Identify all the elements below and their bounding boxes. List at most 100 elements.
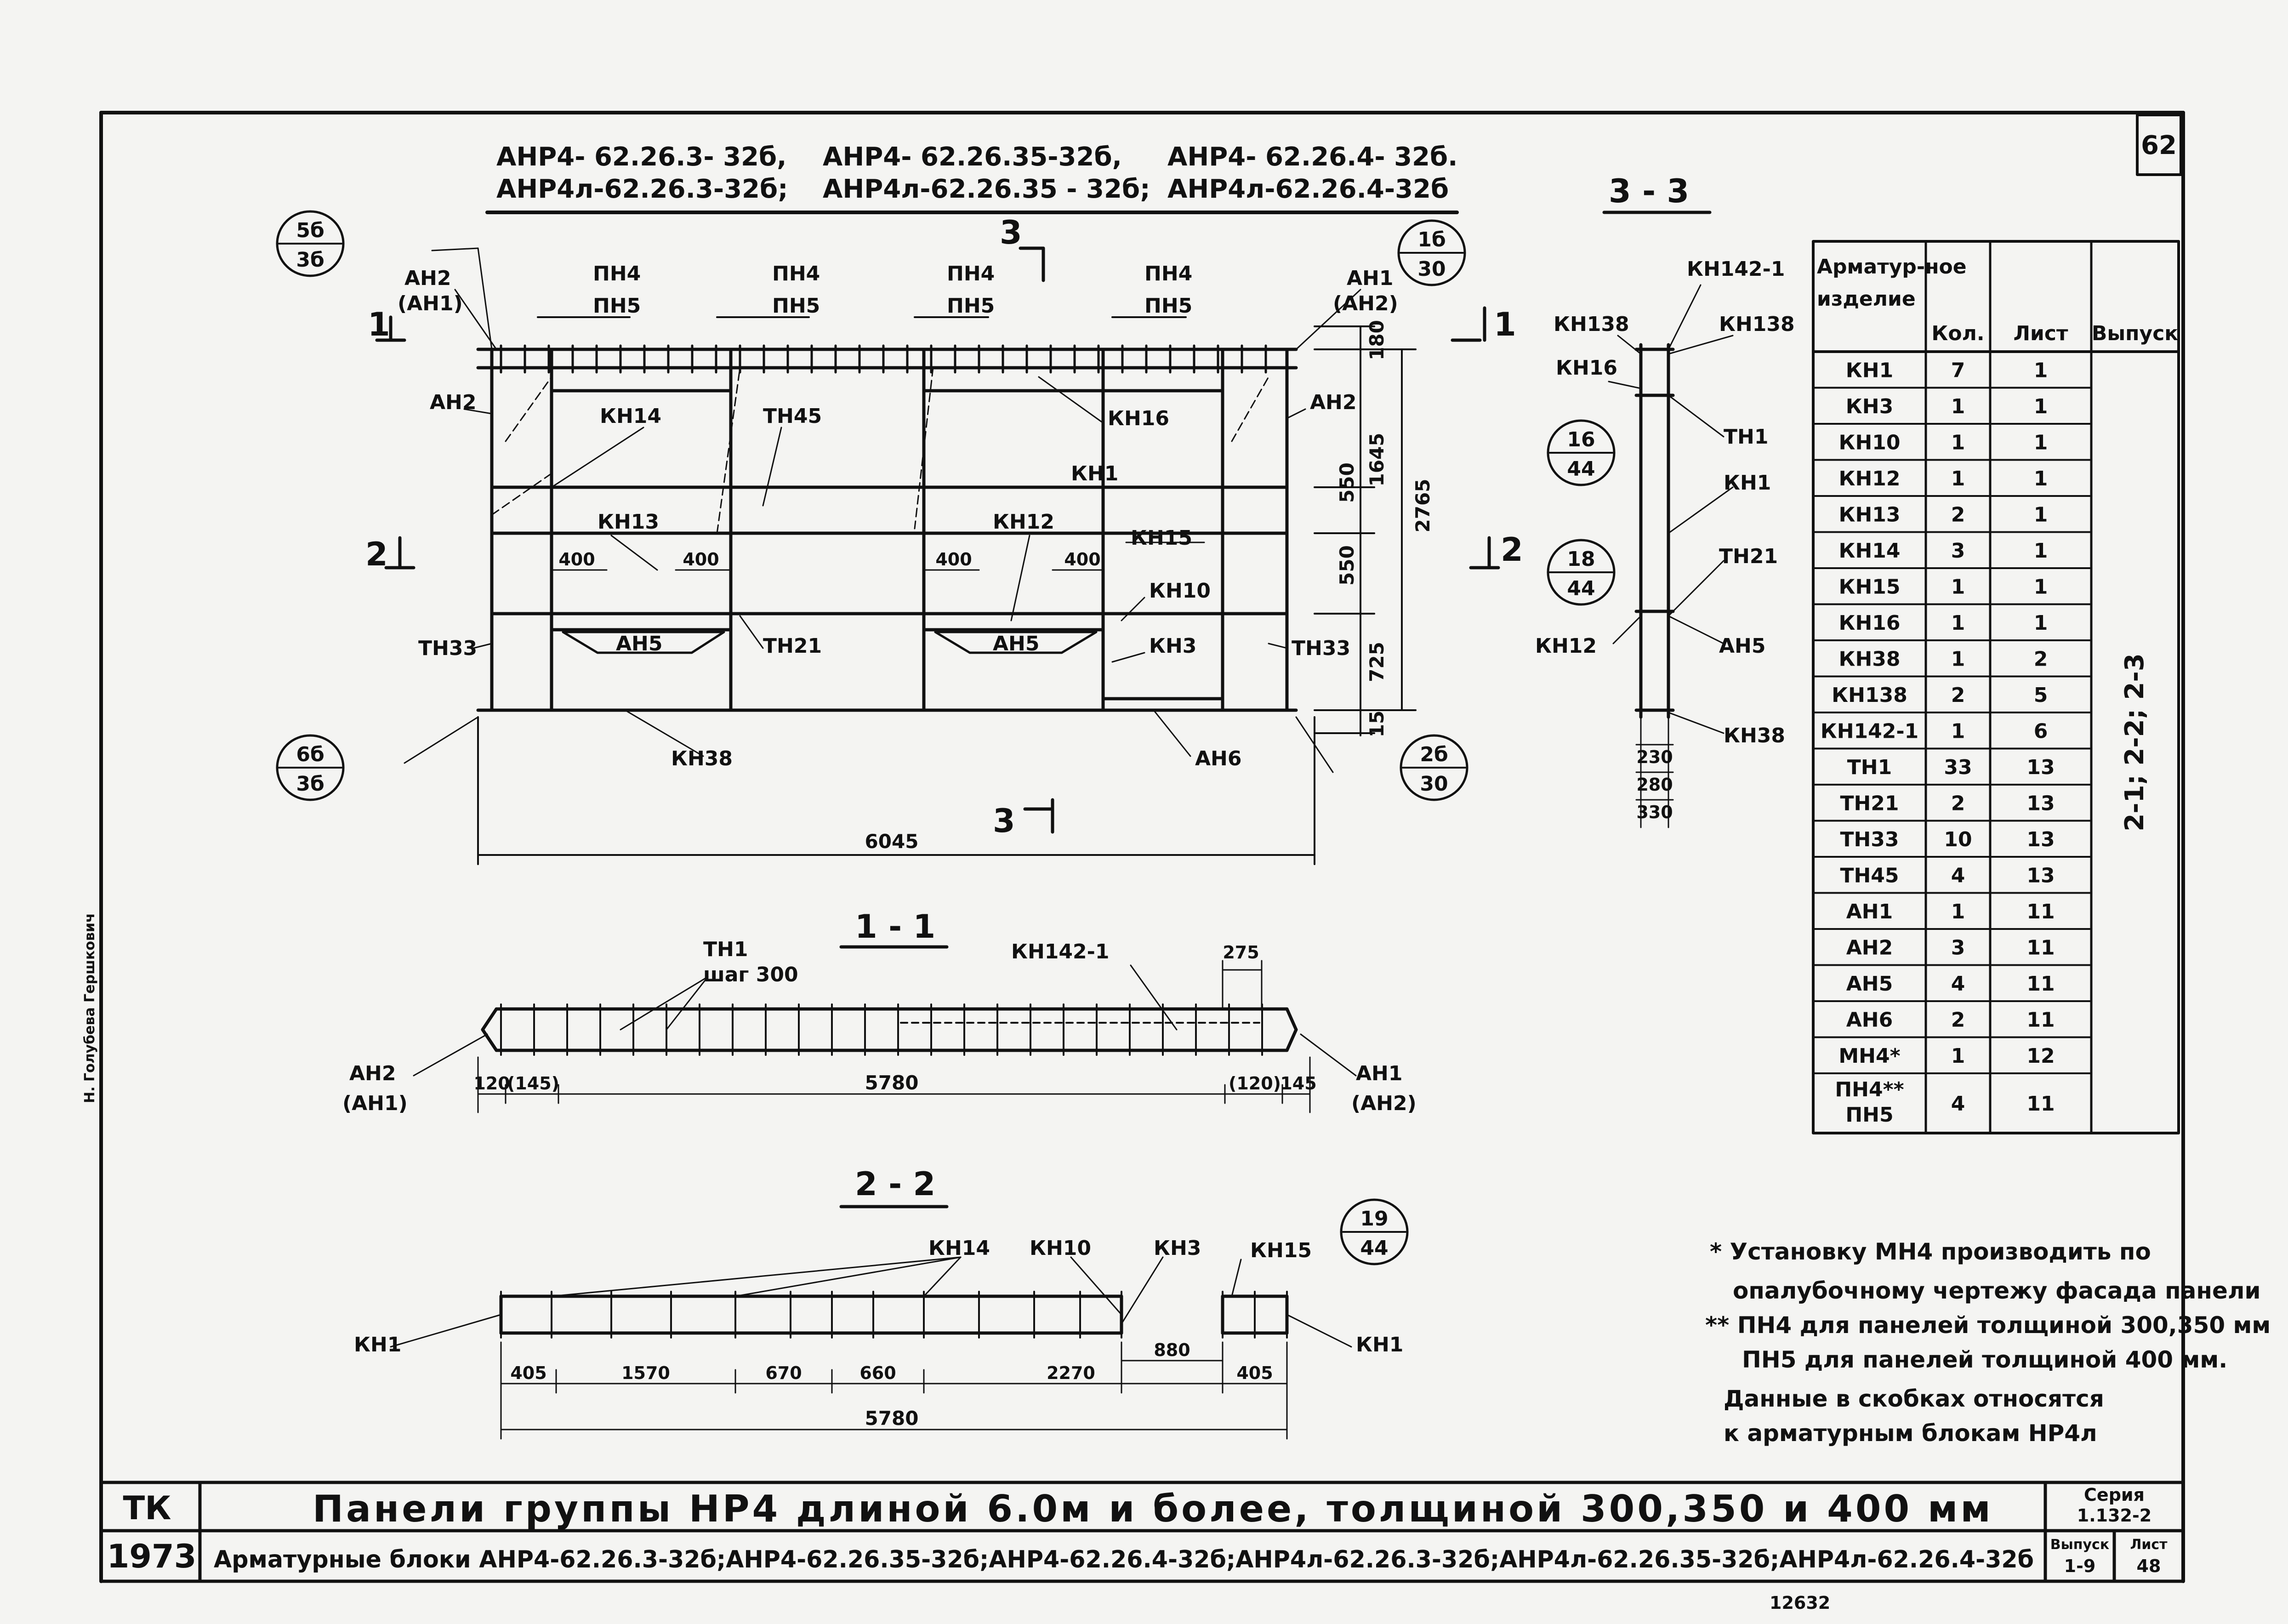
table-cell: КН14 [1838, 539, 1900, 563]
table-cell: 1 [1951, 647, 1965, 671]
dim-label: 1645 [1366, 433, 1388, 487]
label-ah2: АН2 [349, 1062, 396, 1085]
table-cell: АН1 [1846, 900, 1893, 923]
table-header: Арматур-ное [1817, 255, 1967, 279]
note-line: Данные в скобках относятся [1724, 1385, 2104, 1412]
year-label: 1973 [107, 1538, 197, 1575]
section-mark-1: 1 [1494, 306, 1516, 343]
note-line: опалубочному чертежу фасада панели [1733, 1277, 2261, 1304]
table-cell: 1 [2034, 611, 2048, 635]
dim-label: 405 [510, 1363, 546, 1383]
table-cell: 2 [1951, 503, 1965, 526]
label-th1: ТН1 [703, 938, 748, 961]
header-item: АНР4л-62.26.35 - 32б; [823, 174, 1150, 204]
archive-number: 12632 [1770, 1593, 1830, 1613]
table-cell: ТН1 [1847, 756, 1892, 779]
table-cell: 4 [1951, 1092, 1965, 1116]
table-cell: 13 [2026, 828, 2055, 851]
section-mark-2: 2 [365, 536, 388, 573]
label-ah6: АН6 [1195, 747, 1242, 770]
label-th33-left: ТН33 [418, 637, 477, 660]
callout-top: 16 [1567, 428, 1595, 451]
table-cell: 6 [2034, 719, 2048, 743]
callout-top: 19 [1360, 1207, 1388, 1231]
table-cell: КН10 [1838, 431, 1900, 454]
section-3-3: 3 - 3 КН142-1 КН138 [1535, 172, 1795, 828]
table-header: Выпуск [2092, 322, 2178, 345]
elevation-view: 180 550 550 1645 2765 725 15 6045 400 40… [276, 210, 1523, 865]
dim-label: 880 [1154, 1340, 1190, 1360]
table-cell: 1 [2034, 467, 2048, 490]
dim-label: 145 [1280, 1073, 1316, 1094]
label-pn4: ПН4 [772, 262, 820, 285]
dim-label: 120 [473, 1073, 510, 1094]
callout-top: 6б [296, 743, 324, 766]
drawing-subtitle: Арматурные блоки АНР4-62.26.3-32б;АНР4-6… [214, 1546, 2034, 1573]
label-kn10: КН10 [1149, 579, 1211, 603]
note-line: к арматурным блокам НР4л [1724, 1420, 2097, 1447]
org-label: ТК [123, 1489, 171, 1527]
label-th1: ТН1 [1724, 425, 1768, 449]
table-cell: 11 [2026, 1008, 2055, 1031]
table-cell: КН16 [1838, 611, 1900, 635]
table-cell: 1 [2034, 539, 2048, 563]
label-pn5: ПН5 [772, 294, 820, 318]
table-cell: КН138 [1832, 684, 1907, 707]
table-cell: КН3 [1846, 395, 1893, 418]
table-cell: 1 [1951, 575, 1965, 598]
dim-label: 280 [1636, 775, 1673, 795]
label-ah2-paren: (АН2) [1351, 1092, 1417, 1115]
callout-top: 1б [1417, 228, 1446, 251]
header-item: АНР4л-62.26.3-32б; [496, 174, 788, 204]
dim-label: 230 [1636, 747, 1673, 767]
label-kn142: КН142-1 [1011, 940, 1110, 963]
table-cell: 4 [1951, 864, 1965, 887]
label-th21: ТН21 [1719, 545, 1778, 568]
label-kn3: КН3 [1149, 634, 1196, 658]
note-line: ПН5 для панелей толщиной 400 мм. [1742, 1346, 2227, 1373]
dim-label: 180 [1366, 320, 1388, 360]
label-ah5: АН5 [1719, 634, 1766, 658]
sheet-value: 48 [2137, 1556, 2161, 1576]
section-mark-3: 3 [993, 802, 1015, 840]
dim-label: (120) [1229, 1073, 1281, 1094]
note-line: ** ПН4 для панелей толщиной 300,350 мм [1705, 1312, 2271, 1339]
callout-bottom: 30 [1420, 772, 1448, 796]
table-cell: 1 [1951, 900, 1965, 923]
table-cell: 10 [1944, 828, 1972, 851]
section-mark-2: 2 [1501, 531, 1523, 569]
label-kn38: КН38 [1724, 724, 1785, 747]
table-cell: 13 [2026, 864, 2055, 887]
note-line: * Установку МН4 производить по [1710, 1238, 2151, 1265]
dim-label: 15 [1366, 711, 1388, 737]
table-cell: 1 [1951, 1044, 1965, 1068]
table-cell: АН2 [1846, 936, 1893, 959]
dim-label: 400 [935, 549, 972, 570]
table-cell: 5 [2034, 684, 2048, 707]
table-header: Лист [2014, 322, 2068, 345]
table-cell: КН142-1 [1821, 719, 1919, 743]
label-th45: ТН45 [763, 405, 822, 428]
label-kn16: КН16 [1108, 407, 1169, 430]
dim-label: 725 [1366, 642, 1388, 682]
table-cell: 13 [2026, 756, 2055, 779]
dim-label: 5780 [865, 1071, 919, 1094]
dim-label: 1570 [621, 1363, 670, 1383]
label-kn15: КН15 [1131, 526, 1192, 550]
header-item: АНР4- 62.26.35-32б, [823, 142, 1122, 172]
notes: * Установку МН4 производить по опалубочн… [1705, 1238, 2271, 1447]
label-ah2-right: АН2 [1310, 391, 1357, 414]
dim-label: (145) [507, 1073, 559, 1094]
label-step: шаг 300 [703, 963, 798, 986]
label-ah1-paren: (АН1) [342, 1092, 408, 1115]
table-cell: ТН21 [1840, 792, 1899, 815]
table-cell: 1 [1951, 611, 1965, 635]
dim-label: 5780 [865, 1407, 919, 1430]
label-pn5: ПН5 [947, 294, 995, 318]
table-cell: 11 [2026, 936, 2055, 959]
table-cell: 3 [1951, 539, 1965, 563]
margin-signature: Н. Голубева Гершкович [82, 913, 98, 1103]
